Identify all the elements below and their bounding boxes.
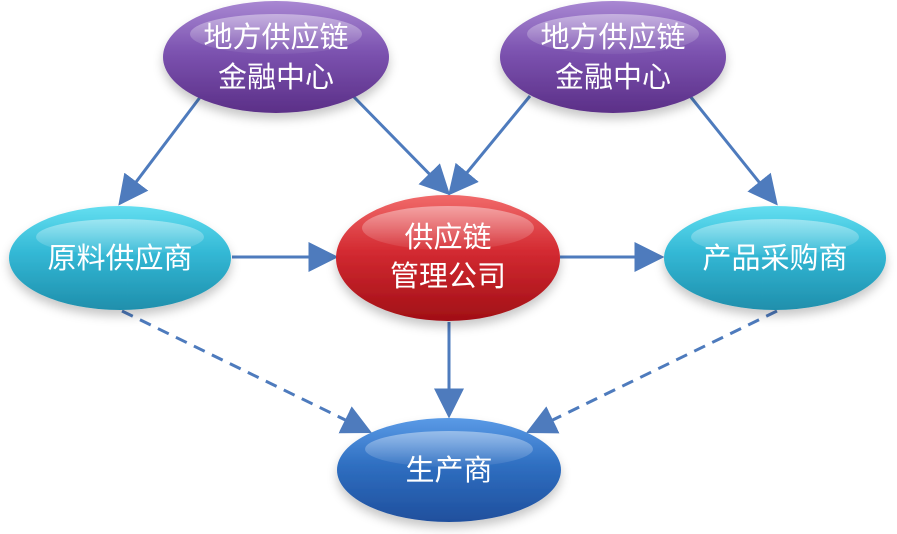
node-raw-supplier-label: 原料供应商 xyxy=(47,241,192,275)
node-scm-company-line-2: 管理公司 xyxy=(390,259,506,293)
edge-finance-right-to-product-buyer xyxy=(688,95,778,206)
edges-group xyxy=(118,94,778,434)
node-manufacturer: 生产商 xyxy=(337,418,561,522)
node-manufacturer-label: 生产商 xyxy=(405,453,492,487)
edge-finance-left-to-scm-company xyxy=(351,94,451,196)
edge-finance-left-to-raw-supplier xyxy=(118,95,203,206)
node-scm-company-line-1: 供应链 xyxy=(404,220,491,254)
node-scm-company: 供应链 管理公司 xyxy=(336,195,560,321)
node-finance-right: 地方供应链 金融中心 xyxy=(500,1,726,113)
node-product-buyer: 产品采购商 xyxy=(664,206,886,310)
node-finance-left-line-2: 金融中心 xyxy=(218,60,334,94)
node-finance-right-line-2: 金融中心 xyxy=(555,60,671,94)
node-finance-left: 地方供应链 金融中心 xyxy=(163,1,389,113)
edge-product-buyer-to-manufacturer-dashed xyxy=(525,309,778,434)
node-raw-supplier: 原料供应商 xyxy=(9,206,231,310)
edge-raw-supplier-to-manufacturer-dashed xyxy=(121,309,373,434)
node-product-buyer-label: 产品采购商 xyxy=(702,241,847,275)
node-finance-left-line-1: 地方供应链 xyxy=(203,20,348,54)
node-finance-right-line-1: 地方供应链 xyxy=(540,20,685,54)
edge-finance-right-to-scm-company xyxy=(448,95,532,196)
